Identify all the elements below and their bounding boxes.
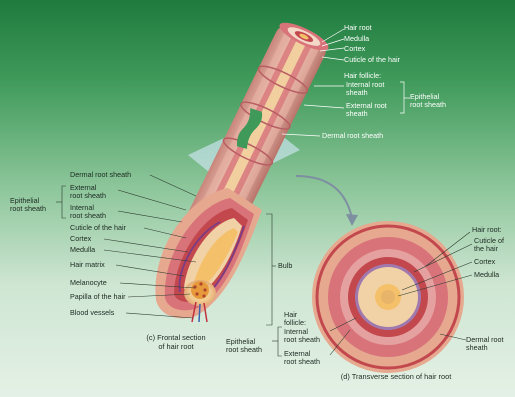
label-hair-matrix: Hair matrix — [70, 261, 105, 269]
label-cuticle-left: Cuticle of the hair — [70, 224, 126, 232]
label-bulb: Bulb — [278, 262, 292, 270]
label-dermal-root-sheath-top: Dermal root sheath — [322, 132, 383, 140]
label-hair-root-right: Hair root: — [472, 226, 502, 234]
label-papilla: Papilla of the hair — [70, 293, 126, 301]
label-hair-root-top: Hair root — [344, 24, 372, 32]
label-dermal-root-sheath-left: Dermal root sheath — [70, 171, 131, 179]
label-cuticle-top: Cuticle of the hair — [344, 56, 400, 64]
section-arrow — [296, 176, 352, 218]
transverse-section — [312, 221, 464, 373]
label-cortex-right: Cortex — [474, 258, 495, 266]
caption-transverse-section: (d) Transverse section of hair root — [316, 372, 476, 381]
label-cortex-top: Cortex — [344, 45, 365, 53]
label-hair-follicle-top: Hair follicle: — [344, 72, 381, 80]
frontal-section — [155, 188, 262, 322]
label-cortex-left: Cortex — [70, 235, 91, 243]
label-medulla-right: Medulla — [474, 271, 499, 279]
label-melanocyte: Melanocyte — [70, 279, 107, 287]
label-blood-vessels: Blood vessels — [70, 309, 114, 317]
label-medulla-left: Medulla — [70, 246, 95, 254]
label-medulla-top: Medulla — [344, 35, 369, 43]
